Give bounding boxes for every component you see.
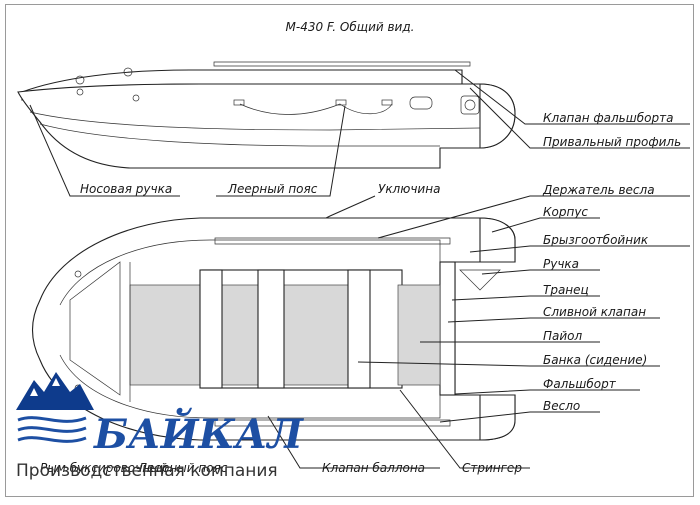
top-floor-panel-1 [219,284,261,386]
side-keel-1 [29,111,481,131]
label-lifeline: Леерный пояс [227,182,318,196]
side-lifeline-rope [239,103,393,115]
side-leaders [29,69,690,237]
label-oar: Весло [543,399,580,413]
label-rub-profile: Привальный профиль [543,135,681,149]
drawing-frame [5,4,694,497]
top-floor-panel-2 [283,284,349,386]
top-bench-3 [347,269,371,389]
label-lifeline-bottom: Леерный пояс [137,461,228,475]
label-spray-guard: Брызгоотбойник [543,233,649,247]
label-oar-holder: Держатель весла [542,183,655,197]
top-cone-upper [479,217,516,263]
label-hull: Корпус [543,205,588,219]
side-tube [17,83,516,169]
top-inner-lower [59,354,441,419]
top-bow-deck [69,261,121,396]
diagram-title: М-430 F. Общий вид. [286,20,415,34]
label-tube-valve: Клапан баллона [322,461,425,475]
side-oarlock [123,67,133,77]
label-bench: Банка (сидение) [543,353,647,367]
company-logo: БАЙКАЛ Производственная компания [16,372,305,481]
top-floor-bow [129,284,203,386]
label-gunwale: Фальшборт [543,377,617,391]
top-oar-lower [214,419,451,427]
top-view [32,217,516,441]
label-floor: Пайол [543,329,583,343]
side-gunwale-valve [409,96,433,110]
label-drain-valve: Сливной клапан [543,305,646,319]
side-view [17,61,516,169]
mountains-icon [16,372,94,410]
top-cone-lower [479,394,516,441]
top-bench-2 [257,269,285,389]
top-handle [459,269,501,291]
label-oarlock: Уключина [378,182,440,196]
side-lifeline-loop-2 [335,99,347,106]
logo-subtitle: Производственная компания [16,461,278,481]
top-transom [439,261,456,396]
side-lifeline-loop-3 [381,99,393,106]
label-bow-handle: Носовая ручка [80,182,172,196]
top-oar-upper [214,237,451,245]
label-handle: Ручка [543,257,579,271]
top-floor-panel-3 [397,284,441,386]
side-oar [213,61,471,67]
logo-brand: БАЙКАЛ [93,408,305,458]
wave-icon [17,416,87,423]
side-lifeline-loop-1 [233,99,245,106]
label-tow-ring: Рым буксировочный [40,461,168,475]
top-bench-1 [199,269,223,389]
label-stringer: Стрингер [462,461,522,475]
side-bow-handle [75,75,85,85]
side-keel-2 [39,123,440,147]
top-leaders [267,195,690,469]
label-transom: Транец [543,283,589,297]
side-badge [460,95,480,115]
label-gunwale-valve: Клапан фальшборта [543,111,673,125]
top-inner-upper [59,239,441,306]
